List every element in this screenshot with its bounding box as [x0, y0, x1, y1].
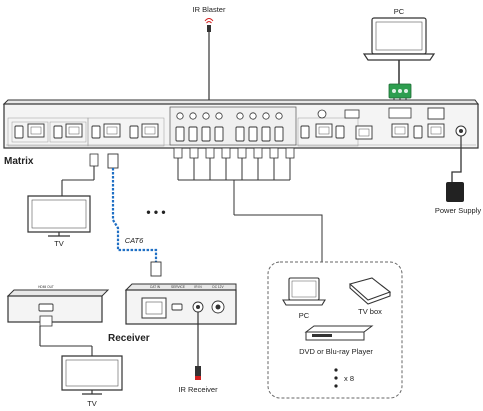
output-ports-left — [7, 117, 165, 147]
hdmi-to-tv-left: TV — [27, 153, 99, 248]
times-eight-label: x 8 — [344, 374, 354, 383]
tv-bottom-label: TV — [87, 399, 97, 408]
ir-blaster: IR Blaster — [193, 5, 226, 100]
source-dvd-player: DVD or Blu-ray Player — [299, 325, 374, 356]
times-eight-indicator: x 8 — [334, 368, 354, 388]
cat6-cable: CAT6 • • • — [107, 153, 166, 277]
tv-bottom: TV — [61, 355, 123, 408]
input-panel — [169, 106, 297, 146]
cat6-label: CAT6 — [125, 236, 144, 245]
receiver: CAT IN SERVICE IR IN DC 12V Receiver — [108, 283, 237, 344]
pc-top-label: PC — [394, 7, 405, 16]
dvd-player-label: DVD or Blu-ray Player — [299, 347, 373, 356]
pc-source-label: PC — [299, 311, 310, 320]
tv-box-label: TV box — [358, 307, 382, 316]
ir-receiver: IR Receiver — [178, 312, 218, 394]
ellipsis: • • • — [146, 205, 165, 219]
ir-blaster-label: IR Blaster — [193, 5, 226, 14]
output-ports-right — [297, 107, 467, 150]
power-supply-label: Power Supply — [435, 206, 482, 215]
hdmi-out-label: HDMI OUT — [38, 285, 54, 289]
hdmi-source-device: HDMI OUT — [6, 285, 110, 356]
power-supply: Power Supply — [435, 150, 482, 215]
ir-receiver-label: IR Receiver — [178, 385, 218, 394]
tv-left-label: TV — [54, 239, 64, 248]
source-tv-box: TV box — [348, 277, 392, 316]
ir-in-label: IR IN — [194, 285, 202, 289]
matrix-chassis: Matrix — [2, 99, 479, 167]
source-cable-bundle — [173, 147, 323, 262]
cat-in-label: CAT IN — [150, 285, 161, 289]
matrix-label: Matrix — [4, 156, 34, 167]
service-label: SERVICE — [171, 285, 185, 289]
source-pc: PC — [282, 277, 326, 320]
receiver-label: Receiver — [108, 333, 150, 344]
pc-control: PC — [362, 7, 436, 104]
dc-12v-label: DC 12V — [212, 285, 224, 289]
sources-panel: PC TV box DVD or Blu-ray Player x 8 — [267, 261, 403, 399]
